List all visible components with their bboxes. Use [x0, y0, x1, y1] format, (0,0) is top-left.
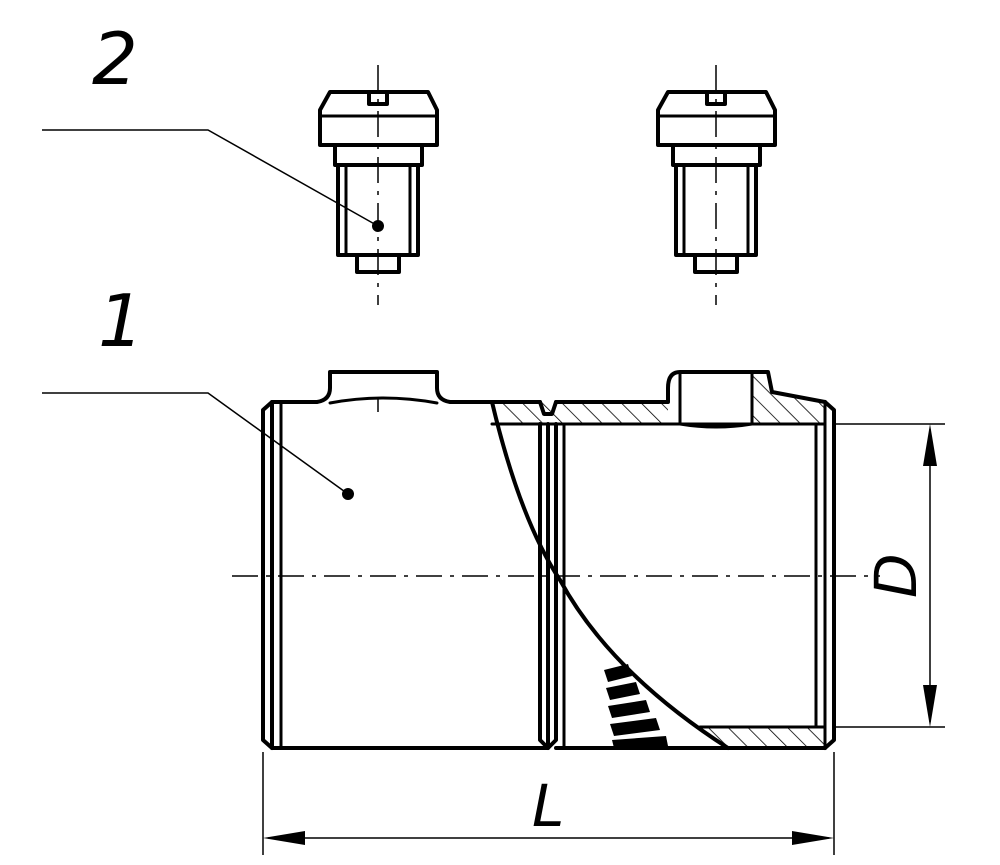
coupling-body	[232, 370, 880, 750]
section-hatch-bottom	[700, 727, 825, 748]
break-line	[490, 400, 730, 750]
body-outline-right-top	[554, 370, 827, 404]
dimension-diameter	[834, 423, 945, 728]
dimension-length	[262, 752, 835, 855]
screw-right	[656, 65, 777, 305]
end-right	[823, 400, 836, 750]
dimension-label-length: L	[532, 772, 564, 840]
leader-part-1	[42, 392, 354, 500]
part-number-1: 1	[98, 279, 144, 363]
center-groove	[538, 400, 558, 750]
thread-band	[604, 664, 668, 748]
body-outline-left	[270, 370, 550, 750]
screw-left	[318, 65, 439, 305]
section-hatch-top	[492, 402, 668, 424]
dimension-label-diameter: D	[862, 553, 930, 598]
boss-curve-left	[328, 396, 439, 405]
part-number-2: 2	[92, 17, 138, 101]
